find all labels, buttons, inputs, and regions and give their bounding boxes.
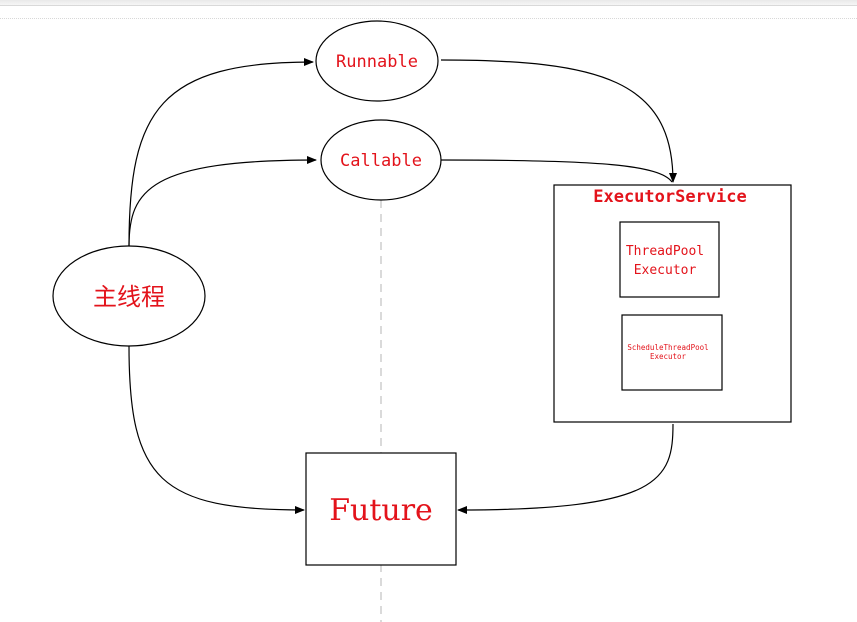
node-thread-pool-executor: ThreadPool Executor	[619, 221, 720, 298]
thread-pool-label-line2: Executor	[634, 263, 697, 278]
node-callable: Callable	[320, 119, 442, 201]
main-thread-label: 主线程	[93, 283, 165, 311]
top-guide-line	[0, 18, 857, 19]
node-future: Future	[305, 452, 457, 566]
edge-executor-to-future	[457, 423, 674, 514]
edge-callable-to-executor	[440, 159, 673, 183]
schedule-pool-label-line2: Executor	[650, 352, 687, 361]
edge-main-to-runnable	[128, 58, 314, 247]
callable-shape	[320, 119, 442, 201]
schedule-thread-pool-executor-box	[621, 314, 723, 391]
top-toolbar-strip	[0, 0, 857, 6]
main-thread-shape	[52, 245, 206, 347]
edge-main-to-callable	[128, 156, 317, 247]
thread-pool-label-line1: ThreadPool	[626, 244, 704, 259]
thread-pool-executor-box	[619, 221, 720, 298]
future-label: Future	[329, 493, 433, 528]
callable-label: Callable	[340, 151, 422, 171]
node-executor-service: ExecutorService ThreadPool Executor Sche…	[553, 184, 792, 423]
future-box	[305, 452, 457, 566]
executor-service-label: ExecutorService	[593, 187, 747, 207]
edge-runnable-to-executor	[440, 59, 677, 183]
schedule-pool-label-line1: ScheduleThreadPool	[627, 343, 708, 352]
node-schedule-thread-pool-executor: ScheduleThreadPool Executor	[621, 314, 723, 391]
runnable-label: Runnable	[336, 52, 418, 72]
edge-main-to-future	[128, 345, 305, 514]
node-main-thread: 主线程	[52, 245, 206, 347]
node-runnable: Runnable	[315, 20, 439, 102]
runnable-shape	[315, 20, 439, 102]
